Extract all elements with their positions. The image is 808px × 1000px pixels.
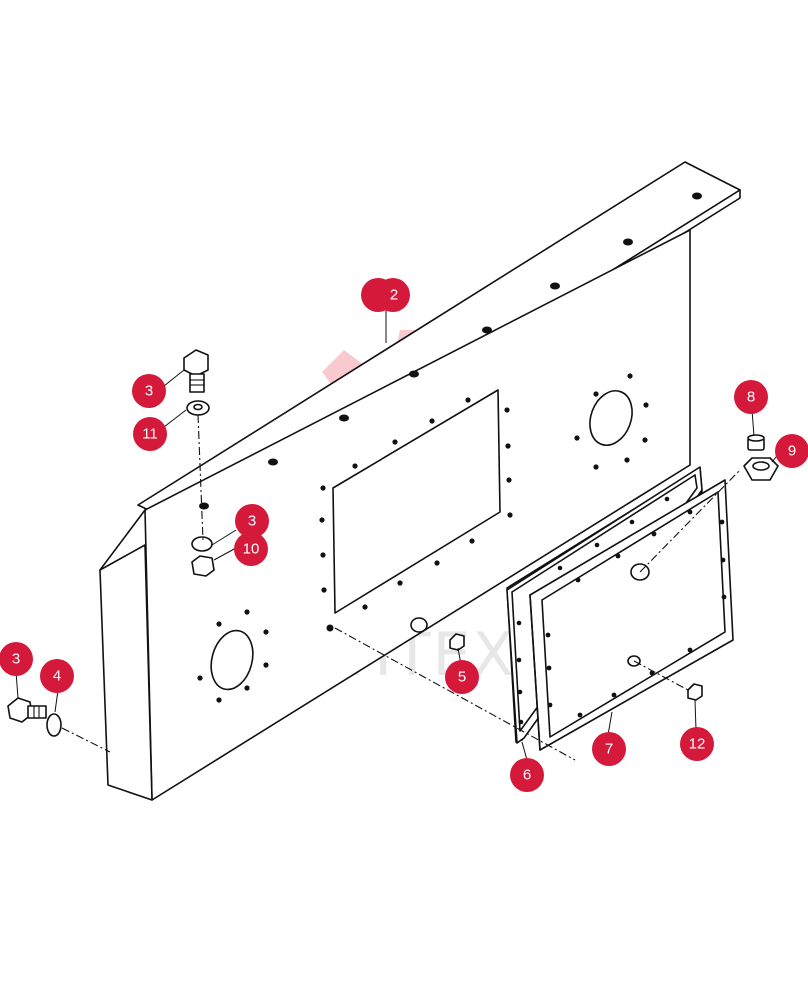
housing-side-block — [99, 544, 153, 801]
right-port-holes — [574, 373, 649, 470]
callout-5: 5 — [445, 660, 479, 694]
cover-plate-inner — [541, 491, 726, 738]
top-bolt — [183, 349, 209, 393]
callout-6: 6 — [510, 758, 544, 792]
callout-12: 12 — [680, 727, 714, 761]
callout-3-left: 3 — [0, 642, 33, 676]
housing — [99, 161, 741, 801]
left-port — [210, 629, 254, 691]
flange-holes — [199, 192, 702, 510]
callout-8: 8 — [734, 380, 768, 414]
callout-9-label: 9 — [788, 443, 796, 460]
callouts: 1 2 3 11 3 10 3 4 — [0, 278, 808, 792]
callout-9: 9 — [775, 434, 808, 468]
callout-4: 4 — [40, 659, 74, 693]
callout-4-label: 4 — [53, 668, 61, 685]
window-bolt-holes — [319, 397, 513, 610]
callout-2-badge — [376, 278, 410, 312]
face-fitting — [410, 617, 428, 633]
callout-2: 2 — [376, 278, 410, 312]
lower-nut — [191, 555, 215, 577]
callout-6-label: 6 — [523, 767, 531, 784]
callout-3-mid: 3 — [235, 504, 269, 538]
callout-5-label: 5 — [458, 669, 466, 686]
gasket-holes — [516, 496, 670, 725]
cover-plate-holes — [545, 509, 727, 718]
cover-plate — [529, 479, 734, 751]
left-washer — [46, 713, 62, 737]
callout-8-label: 8 — [747, 389, 755, 406]
callout-10: 10 — [234, 532, 268, 566]
right-nut — [743, 457, 779, 481]
callout-2-label: 2 — [390, 287, 398, 304]
left-port-holes — [197, 609, 269, 703]
callout-11-label: 11 — [142, 426, 158, 443]
callout-12-label: 12 — [689, 736, 706, 753]
center-lines — [61, 414, 741, 761]
callout-3-left-label: 3 — [12, 651, 20, 668]
left-bolt — [7, 697, 47, 723]
right-port — [589, 390, 633, 446]
fitting-5 — [449, 633, 465, 651]
callout-7-label: 7 — [605, 741, 613, 758]
callout-11: 11 — [133, 417, 167, 451]
fitting-12 — [687, 683, 703, 701]
right-plug — [747, 434, 765, 451]
callout-10-label: 10 — [243, 541, 260, 558]
callout-3-top-label: 3 — [145, 383, 153, 400]
lower-washer — [191, 536, 213, 552]
window-opening — [332, 389, 501, 614]
callout-3-mid-label: 3 — [248, 513, 256, 530]
callout-7: 7 — [592, 732, 626, 766]
leader-lines — [15, 305, 781, 761]
callout-3-top: 3 — [132, 374, 166, 408]
